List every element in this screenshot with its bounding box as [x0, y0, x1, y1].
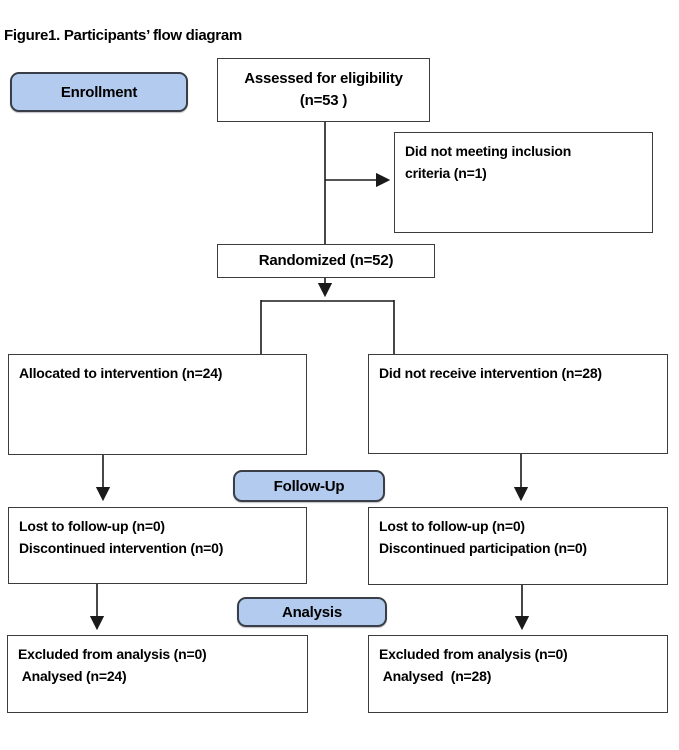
stage-badge-enrollment: Enrollment — [10, 72, 188, 112]
box-assessed-eligibility: Assessed for eligibility (n=53 ) — [217, 58, 430, 122]
box-analysis-intervention: Excluded from analysis (n=0) Analysed (n… — [7, 635, 308, 713]
figure-label: Figure1. — [4, 27, 60, 44]
figure-caption: Participants’ flow diagram — [59, 27, 242, 44]
box-followup-intervention: Lost to follow-up (n=0) Discontinued int… — [8, 507, 307, 584]
box-allocated-intervention: Allocated to intervention (n=24) — [8, 354, 307, 455]
stage-badge-followup: Follow-Up — [233, 470, 385, 502]
box-followup-control: Lost to follow-up (n=0) Discontinued par… — [368, 507, 668, 585]
figure-title: Figure1. Participants’ flow diagram — [4, 27, 242, 44]
box-randomized: Randomized (n=52) — [217, 244, 435, 278]
box-no-intervention: Did not receive intervention (n=28) — [368, 354, 668, 454]
box-exclusion-criteria: Did not meeting inclusion criteria (n=1) — [394, 132, 653, 233]
box-analysis-control: Excluded from analysis (n=0) Analysed (n… — [368, 635, 668, 713]
stage-badge-analysis: Analysis — [237, 597, 387, 627]
